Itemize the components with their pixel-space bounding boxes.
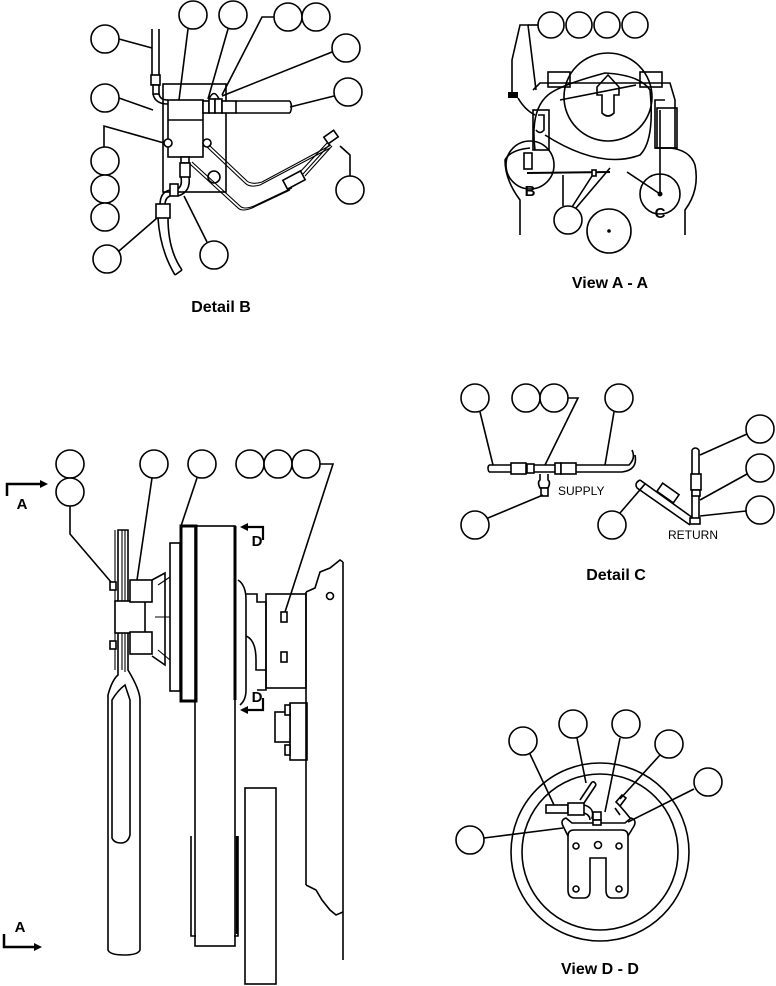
detail-c-caption: Detail C	[586, 567, 646, 584]
callout-circle	[654, 729, 684, 759]
callout-circle	[537, 11, 565, 39]
view-d-d: View D - D	[455, 709, 723, 978]
callout-circle	[55, 477, 85, 507]
callout-circle	[508, 726, 538, 756]
section-a-label-bottom: A	[15, 919, 26, 936]
alternator-bracket	[244, 787, 277, 985]
callout-circle	[333, 77, 363, 107]
engine-block	[305, 562, 344, 960]
callout-circle	[745, 414, 775, 444]
callout-circle	[90, 24, 120, 54]
section-arrow-d-top	[248, 525, 265, 540]
detail-b-marker-circle	[505, 140, 555, 190]
engine-outline	[504, 147, 531, 235]
supply-label: SUPPLY	[558, 484, 604, 498]
callout-circle	[460, 510, 490, 540]
callout-circle	[460, 383, 490, 413]
callout-circle	[90, 146, 120, 176]
marker-b: B	[525, 183, 536, 200]
callout-circle	[187, 449, 217, 479]
callout-circle	[593, 11, 621, 39]
main-side-view: A A D D	[2, 449, 344, 985]
callout-group	[460, 383, 775, 540]
bracket-icon	[596, 73, 620, 117]
callout-circle	[90, 202, 120, 232]
marker-c: C	[655, 205, 666, 222]
callout-circle	[178, 0, 208, 30]
detail-b: Detail B	[90, 0, 365, 316]
section-arrow-a-top	[5, 482, 40, 496]
callout-circle	[553, 205, 583, 235]
view-a-a: B C View A - A	[504, 11, 698, 292]
callout-circle	[745, 495, 775, 525]
view-d-caption: View D - D	[561, 961, 639, 978]
callout-circle	[139, 449, 169, 479]
section-d-label-bottom: D	[252, 689, 263, 706]
callout-circle	[511, 383, 541, 413]
callout-circle	[565, 11, 593, 39]
callout-circle	[455, 825, 485, 855]
detail-c: SUPPLY RETURN Detail C	[460, 383, 775, 584]
section-arrow-a-bottom	[2, 934, 34, 949]
callout-circle	[235, 449, 265, 479]
callout-circle	[745, 453, 775, 483]
pulley-outer-ring	[510, 762, 690, 942]
section-arrow-d-bottom	[248, 698, 265, 712]
crank-pulley	[586, 208, 632, 254]
callout-circle	[90, 83, 120, 113]
callout-group	[528, 11, 649, 235]
belt	[533, 72, 653, 161]
fan-blade	[107, 529, 141, 956]
callout-circle	[335, 175, 365, 205]
callout-circle	[90, 174, 120, 204]
fan-hub	[114, 600, 146, 634]
callout-group	[55, 449, 335, 613]
mounting-plate	[567, 829, 629, 899]
callout-circle	[621, 11, 649, 39]
fan-pulley	[563, 52, 653, 142]
valve-block	[167, 99, 204, 158]
detail-b-caption: Detail B	[191, 299, 251, 316]
callout-circle	[539, 383, 569, 413]
mounting-plate	[162, 83, 227, 193]
return-label: RETURN	[668, 528, 718, 542]
callout-circle	[218, 0, 248, 30]
callout-group	[455, 709, 723, 855]
callout-group	[90, 0, 365, 274]
callout-circle	[558, 709, 588, 739]
callout-circle	[199, 240, 229, 270]
callout-circle	[55, 449, 85, 479]
callout-circle	[611, 709, 641, 739]
fan-belt	[194, 525, 236, 947]
section-a-label-top: A	[17, 496, 28, 513]
callout-circle	[301, 2, 331, 32]
callout-circle	[263, 449, 293, 479]
callout-circle	[273, 2, 303, 32]
callout-circle	[331, 33, 361, 63]
callout-circle	[604, 383, 634, 413]
hose-top-left	[151, 29, 160, 75]
callout-circle	[92, 244, 122, 274]
view-a-caption: View A - A	[572, 275, 649, 292]
callout-circle	[291, 449, 321, 479]
pulley-inner-ring	[521, 773, 679, 931]
callout-circle	[693, 767, 723, 797]
supply-hose	[489, 449, 637, 473]
section-d-label-top: D	[252, 533, 263, 550]
u-bend	[208, 92, 220, 100]
callout-circle	[597, 510, 627, 540]
